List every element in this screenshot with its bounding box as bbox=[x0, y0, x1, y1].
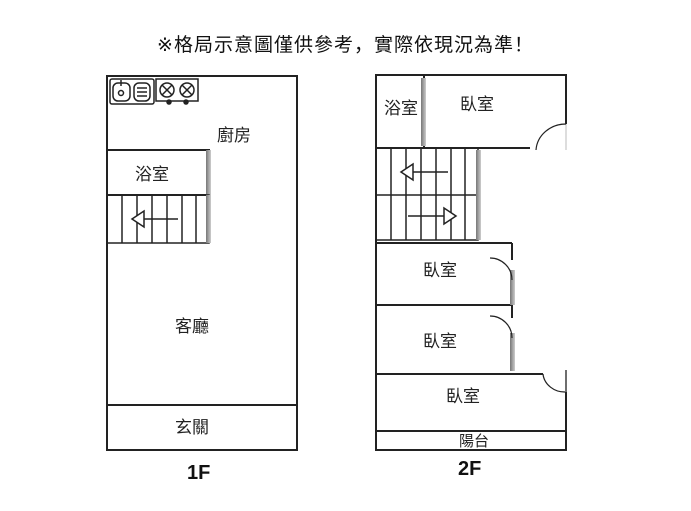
floor-label-1f: 1F bbox=[187, 462, 211, 484]
floor-1f-outline bbox=[106, 75, 298, 451]
door-swing-icon bbox=[535, 123, 567, 151]
floor-2f-outline bbox=[375, 74, 567, 451]
room-label-2f-bedroom-4: 臥室 bbox=[446, 387, 480, 407]
disclaimer-note: ※格局示意圖僅供參考，實際依現況為準！ bbox=[157, 34, 534, 56]
room-label-2f-bedroom-3: 臥室 bbox=[423, 332, 457, 352]
floor-1f-stair-arrow-icon bbox=[130, 209, 178, 229]
room-label-2f-bedroom-2: 臥室 bbox=[423, 261, 457, 281]
room-label-1f-bathroom: 浴室 bbox=[135, 165, 169, 185]
floor-2f-stair-arrow-up-icon bbox=[408, 206, 458, 226]
room-label-2f-bedroom-1: 臥室 bbox=[460, 95, 494, 115]
stove-icon bbox=[155, 78, 199, 105]
door-swing-icon bbox=[542, 373, 567, 393]
room-label-2f-balcony: 陽台 bbox=[459, 432, 489, 450]
floor-1f-bathroom-shadow bbox=[206, 150, 211, 195]
room-label-1f-living: 客廳 bbox=[175, 317, 209, 337]
door-swing-icon bbox=[489, 315, 513, 339]
floor-2f bbox=[375, 74, 567, 451]
floor-label-2f: 2F bbox=[458, 458, 482, 480]
door-swing-icon bbox=[489, 257, 513, 281]
floor-2f-stair-arrow-down-icon bbox=[399, 162, 448, 182]
room-label-2f-bathroom: 浴室 bbox=[384, 99, 418, 119]
room-label-1f-entrance: 玄關 bbox=[175, 418, 209, 438]
room-label-1f-kitchen: 廚房 bbox=[217, 125, 251, 146]
floor-1f bbox=[106, 75, 298, 451]
floor-1f-stairs bbox=[106, 194, 211, 244]
floor-2f-stairs bbox=[375, 147, 481, 241]
sink-icon bbox=[109, 78, 155, 105]
